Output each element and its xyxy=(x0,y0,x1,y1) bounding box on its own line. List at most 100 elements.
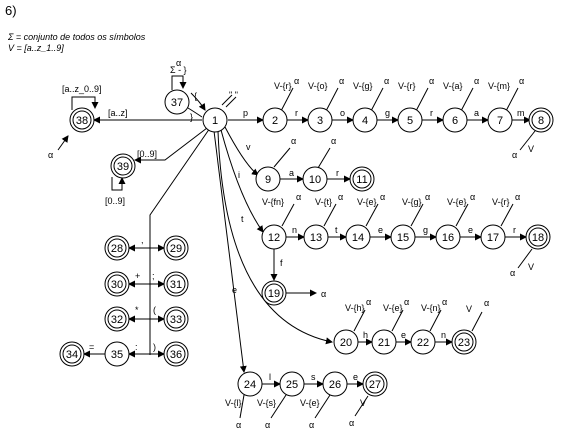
label-22-23: n xyxy=(441,330,446,340)
state-circle xyxy=(345,224,371,250)
label-v14: V-{e} xyxy=(357,197,377,207)
label-v18: V xyxy=(528,262,534,272)
alpha-12: α xyxy=(296,192,301,202)
alpha-14: α xyxy=(380,192,385,202)
label-6-7: a xyxy=(474,108,479,118)
alpha-15: α xyxy=(425,192,430,202)
state-circle xyxy=(349,166,375,192)
state-9: 9 xyxy=(255,166,281,192)
state-label: 39 xyxy=(117,161,129,173)
label-4-5: g xyxy=(385,108,390,118)
label-v15: V-{g} xyxy=(402,197,422,207)
alpha-26: α xyxy=(309,420,314,430)
alpha-27: α xyxy=(349,418,354,428)
state-18: 18 xyxy=(525,224,551,250)
state-label: 37 xyxy=(171,97,183,109)
state-37: 37 xyxy=(164,89,190,115)
state-8: 8 xyxy=(528,107,554,133)
alpha-strokes xyxy=(239,87,536,419)
state-7: 7 xyxy=(487,107,513,133)
operators-trunk xyxy=(149,127,211,355)
alpha-23: α xyxy=(484,298,489,308)
state-circle xyxy=(322,371,348,397)
state-label: 3 xyxy=(317,115,323,127)
state-28: 28 xyxy=(104,235,130,261)
label-2-3: r xyxy=(295,108,298,118)
label-25-26: s xyxy=(311,372,316,382)
label-35-36b: ) xyxy=(153,342,156,352)
alpha-21: α xyxy=(404,297,409,307)
label-1-12: i xyxy=(238,170,240,180)
state-circle xyxy=(279,371,305,397)
alpha-13: α xyxy=(338,192,343,202)
alpha-20: α xyxy=(366,297,371,307)
label-v21: V-{e} xyxy=(383,303,403,313)
label-3-4: o xyxy=(340,108,345,118)
label-v2: V-{r} xyxy=(274,81,292,91)
state-label: 32 xyxy=(111,314,123,326)
state-final-ring xyxy=(166,344,186,364)
state-2: 2 xyxy=(262,107,288,133)
state-11: 11 xyxy=(349,166,375,192)
state-circle xyxy=(163,271,189,297)
label-32-33: * xyxy=(135,305,139,315)
state-27: 27 xyxy=(362,371,388,397)
state-circle xyxy=(59,341,85,367)
state-circle xyxy=(104,306,130,332)
alpha-6: α xyxy=(474,76,479,86)
label-v23: V xyxy=(466,304,472,314)
state-39: 39 xyxy=(110,153,136,179)
alpha-17: α xyxy=(515,192,520,202)
state-final-ring xyxy=(107,238,127,258)
state-circle xyxy=(333,329,359,355)
state-22: 22 xyxy=(410,329,436,355)
label-1-2: p xyxy=(243,108,248,118)
state-1: 1 xyxy=(202,107,228,133)
state-circle xyxy=(302,166,328,192)
sigma-definition: Σ = conjunto de todos os símbolos xyxy=(7,32,146,42)
label-28-29: , xyxy=(141,235,144,245)
state-33: 33 xyxy=(163,306,189,332)
state-circle xyxy=(261,280,287,306)
state-32: 32 xyxy=(104,306,130,332)
state-circle xyxy=(262,107,288,133)
alpha-16: α xyxy=(470,192,475,202)
state-36: 36 xyxy=(163,341,189,367)
state-circle xyxy=(487,107,513,133)
state-label: 30 xyxy=(111,279,123,291)
state-label: 33 xyxy=(170,314,182,326)
state-circle xyxy=(110,153,136,179)
label-37-self: Σ - } xyxy=(170,65,187,75)
label-v6: V-{a} xyxy=(443,81,463,91)
state-circle xyxy=(261,224,287,250)
alpha-24: α xyxy=(236,420,241,430)
alpha-8: α xyxy=(512,150,517,160)
state-final-ring xyxy=(107,274,127,294)
state-final-ring xyxy=(107,309,127,329)
state-label: 27 xyxy=(369,379,381,391)
state-circle xyxy=(528,107,554,133)
label-39-self: [0..9] xyxy=(105,196,125,206)
alpha-4: α xyxy=(384,76,389,86)
state-14: 14 xyxy=(345,224,371,250)
state-label: 34 xyxy=(66,349,78,361)
state-3: 3 xyxy=(307,107,333,133)
label-1-quote: " " xyxy=(229,90,238,100)
edge-1-quote xyxy=(221,94,233,106)
state-circle xyxy=(451,329,477,355)
alpha-9: α xyxy=(291,136,296,146)
state-5: 5 xyxy=(397,107,423,133)
edge-1-quote2 xyxy=(225,96,237,108)
state-label: 23 xyxy=(458,337,470,349)
edge-1-12 xyxy=(220,129,264,233)
state-label: 38 xyxy=(76,115,88,127)
alpha-38: α xyxy=(48,150,53,160)
label-v12: V-{fn} xyxy=(262,197,284,207)
state-circle xyxy=(237,371,263,397)
label-v24: V-{l} xyxy=(225,398,242,408)
edge-labels: p r o g r a m v a r i n t e g e r f t h … xyxy=(48,58,534,430)
label-v25: V-{s} xyxy=(257,398,276,408)
label-38-self: [a..z_0..9] xyxy=(62,84,102,94)
